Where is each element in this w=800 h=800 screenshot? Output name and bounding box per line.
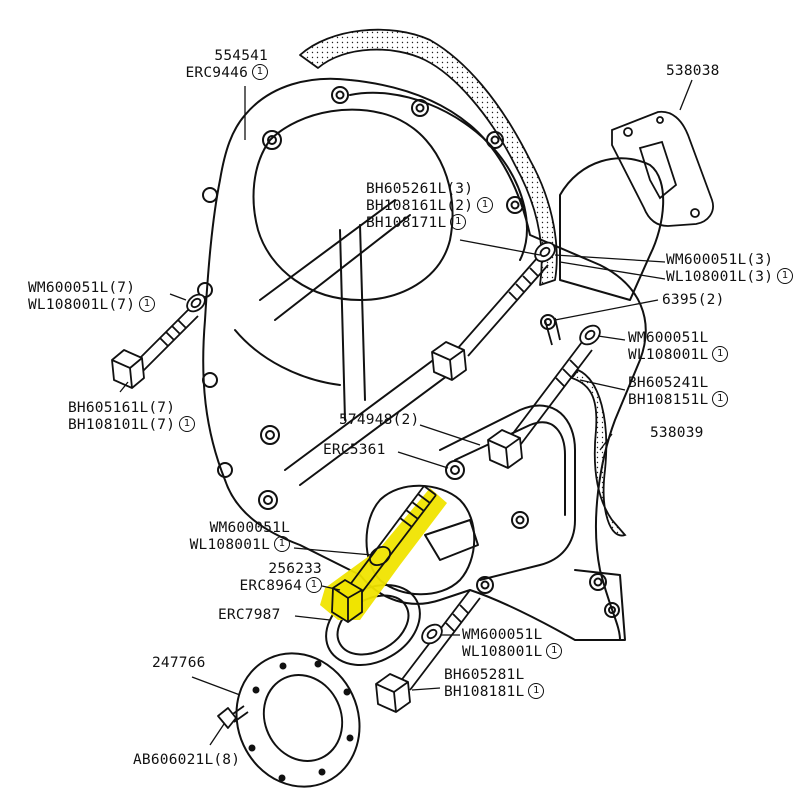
circled-mark: 1: [712, 346, 729, 362]
callout-text: 538039: [650, 425, 704, 441]
circled-mark: 1: [306, 577, 322, 593]
circled-mark: 1: [179, 416, 196, 432]
circled-mark: 1: [528, 683, 545, 699]
timing-cover-body: [197, 77, 665, 641]
callout-text: ERC7987: [218, 607, 281, 623]
circled-mark: 1: [450, 214, 467, 230]
circled-mark: 1: [139, 296, 156, 312]
callout-6395: 6395(2): [662, 292, 725, 309]
highlighted-bolt: [320, 485, 447, 624]
callout-text: WM600051L(7): [28, 280, 136, 296]
pump-gasket-538038: [611, 110, 714, 227]
callout-text: BH108101L(7): [68, 417, 176, 433]
callout-text: BH605261L(3): [366, 181, 474, 197]
callout-text: WM600051L: [209, 520, 290, 536]
circled-mark: 1: [477, 197, 494, 213]
callout-text: ERC9446: [185, 65, 248, 81]
callout-text: 247766: [152, 655, 206, 671]
upper-gasket: [299, 28, 558, 286]
callout-text: WM600051L: [462, 627, 543, 643]
callout-text: 6395(2): [662, 292, 725, 308]
callout-text: WL108001L(7): [28, 297, 136, 313]
leader-lines: [119, 79, 693, 746]
callout-text: BH108151L: [628, 392, 709, 408]
right-gasket-538039: [570, 368, 627, 537]
circled-mark: 1: [546, 643, 563, 659]
callout-AB606021L: AB606021L(8): [133, 752, 240, 769]
callout-ERC7987: ERC7987: [218, 607, 281, 624]
callout-text: BH108161L(2): [366, 198, 474, 214]
callout-text: 554541: [214, 48, 268, 64]
circled-mark: 1: [274, 536, 290, 552]
callout-text: AB606021L(8): [133, 752, 241, 768]
callout-text: 256233: [268, 561, 322, 577]
callout-text: BH108171L: [366, 215, 447, 231]
callout-text: BH605161L(7): [68, 400, 176, 416]
callout-text: WL108001L(3): [666, 269, 774, 285]
bolts: [111, 241, 601, 729]
callout-text: BH605281L: [444, 667, 525, 683]
callout-text: WL108001L: [628, 347, 709, 363]
callout-text: BH108181L: [444, 684, 525, 700]
circled-mark: 1: [252, 64, 268, 80]
callout-WM600051L-7: WM600051L(7) WL108001L(7)1: [28, 280, 156, 314]
callout-574948: 574948(2): [339, 412, 419, 429]
callout-text: WL108001L: [462, 644, 543, 660]
callout-538038: 538038: [666, 63, 720, 80]
callout-text: 574948(2): [339, 412, 420, 428]
callout-ERC5361: ERC5361: [323, 442, 386, 459]
callout-BH605161L: BH605161L(7) BH108101L(7)1: [68, 400, 196, 434]
callout-247766: 247766: [152, 655, 206, 672]
callout-text: 538038: [666, 63, 720, 79]
callout-text: ERC5361: [323, 442, 386, 458]
callout-text: ERC8964: [239, 578, 302, 594]
seal-plate-247766: [235, 652, 361, 788]
callout-WM600051L-3: WM600051L(3) WL108001L(3)1: [666, 252, 794, 286]
callout-text: BH605241L: [628, 375, 709, 391]
callout-538039: 538039: [650, 425, 704, 442]
circled-mark: 1: [777, 268, 794, 284]
circled-mark: 1: [712, 391, 729, 407]
callout-text: WM600051L(3): [666, 252, 774, 268]
callout-text: WM600051L: [628, 330, 709, 346]
callout-text: WL108001L: [189, 537, 270, 553]
